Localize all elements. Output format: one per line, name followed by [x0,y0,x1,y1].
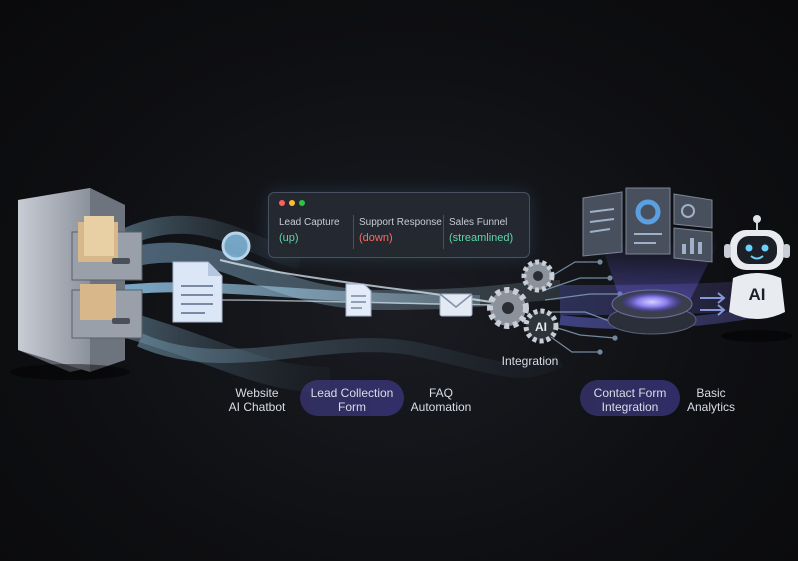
hologram-portal [607,289,697,335]
label-integration: Integration [501,354,559,368]
metric-title: Support Response [359,217,442,228]
metric-value: (up) [279,232,299,244]
window-minimize-dot [289,200,295,206]
filing-cabinet-icon [10,188,143,380]
gear-icon [487,259,555,329]
status-bubble-icon [221,231,251,261]
dashboard-card-donut [625,187,671,255]
lead-collection-pill [300,380,404,416]
robot-icon [721,215,793,342]
window-close-dot [279,200,285,206]
metric-value: (down) [359,232,393,244]
metric-title: Lead Capture [279,217,340,228]
metric-lead-capture: Lead Capture (up) [279,217,340,244]
robot-ai-badge: AI [749,285,766,304]
metric-support-response: Support Response (down) [359,217,442,244]
flow-arrows [700,292,726,316]
contact-form-pill [580,380,680,416]
small-document-icon [345,283,372,317]
metric-value: (streamlined) [449,232,514,244]
gear-ai-badge: AI [535,320,547,334]
envelope-icon [439,293,473,317]
dashboard-card-list [582,191,623,257]
metrics-panel: Lead Capture (up) Support Response (down… [268,192,530,258]
dashboard-card-metric [673,193,713,263]
ai-gear-icon [523,308,559,344]
window-maximize-dot [299,200,305,206]
metric-title: Sales Funnel [449,217,508,228]
metric-sales-funnel: Sales Funnel (streamlined) [449,217,513,244]
document-icon [172,261,223,323]
